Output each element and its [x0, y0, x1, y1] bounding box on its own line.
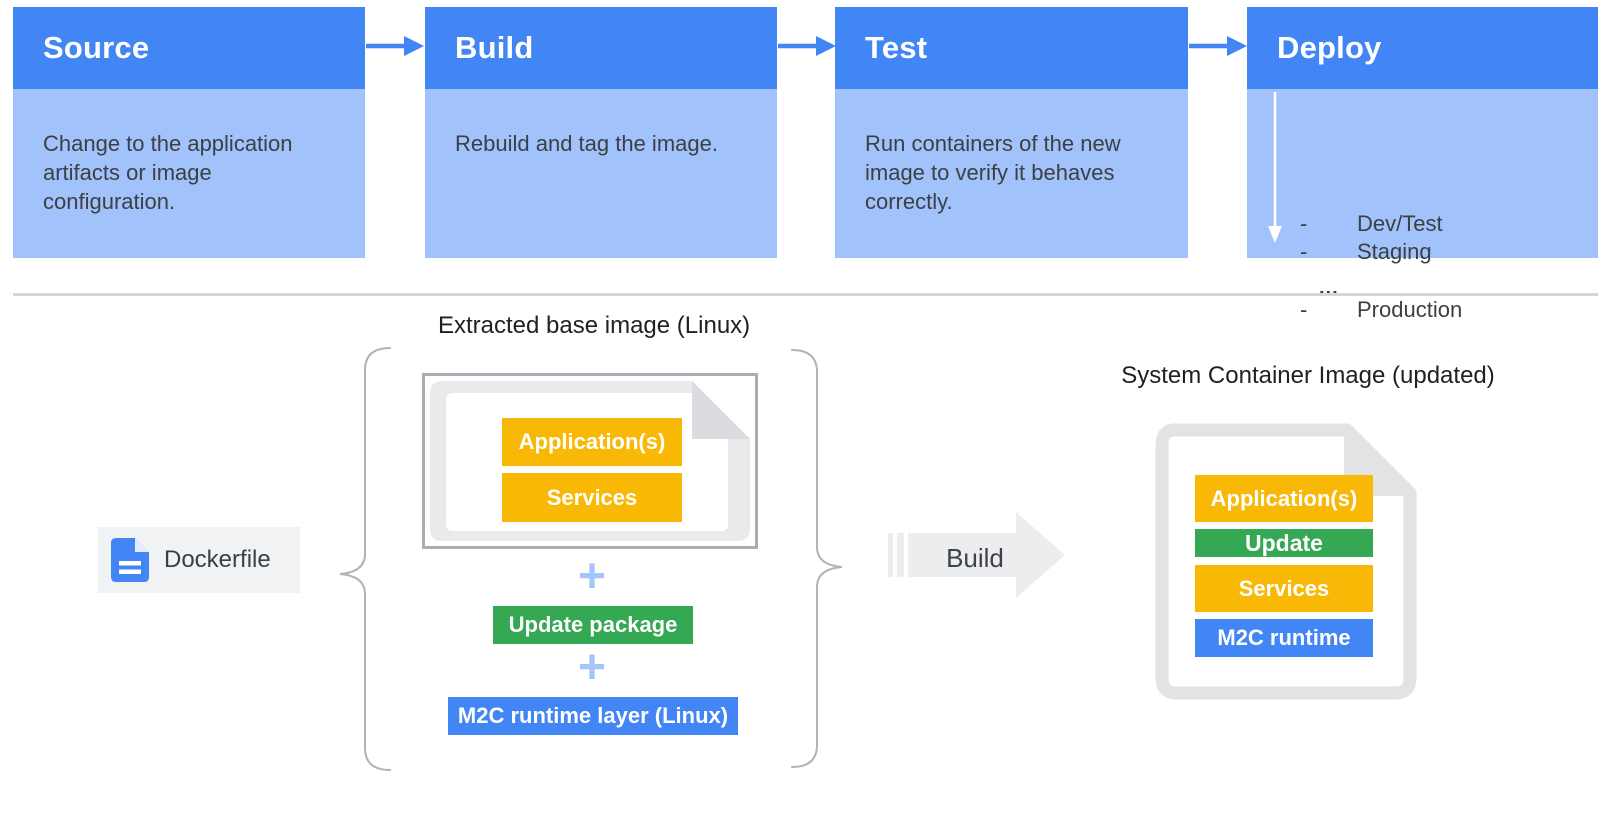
list-dash: - — [1300, 297, 1308, 322]
system-container-image-doc — [1155, 423, 1417, 700]
plus-icon: + — [577, 641, 607, 694]
stage-deploy-title: Deploy — [1247, 7, 1598, 89]
stage-build: Build Rebuild and tag the image. — [425, 7, 777, 258]
arrow-right-icon — [1189, 36, 1247, 56]
extracted-base-image-title: Extracted base image (Linux) — [438, 312, 751, 339]
layer-applications: Application(s) — [502, 418, 682, 466]
left-brace — [339, 347, 391, 771]
deploy-target-staging: - Staging — [1300, 239, 1432, 265]
stage-source: Source Change to the application artifac… — [13, 7, 365, 258]
layer-services: Services — [1195, 565, 1373, 612]
deploy-target-label: Production — [1357, 297, 1463, 322]
plus-icon: + — [577, 550, 607, 603]
build-arrow-icon — [888, 512, 1065, 598]
build-arrow-label: Build — [946, 543, 1004, 573]
list-dash: - — [1300, 239, 1308, 264]
document-icon — [1155, 423, 1417, 700]
layer-update: Update — [1195, 529, 1373, 557]
stage-build-title: Build — [425, 7, 777, 89]
update-package-bar: Update package — [493, 606, 693, 644]
stage-deploy-body: -Dev/Test -Staging ... -Production — [1247, 89, 1598, 322]
dockerfile-chip: Dockerfile — [98, 527, 300, 593]
stage-test-title: Test — [835, 7, 1188, 89]
arrow-right-icon — [778, 36, 836, 56]
layer-applications: Application(s) — [1195, 475, 1373, 522]
down-arrow-icon — [1268, 92, 1282, 243]
runtime-layer-bar: M2C runtime layer (Linux) — [448, 697, 738, 735]
stage-source-description: Change to the application artifacts or i… — [13, 89, 365, 258]
arrow-right-icon — [366, 36, 424, 56]
stage-test-description: Run containers of the new image to verif… — [835, 89, 1188, 258]
section-divider — [13, 293, 1598, 296]
deploy-target-production: - Production — [1300, 297, 1462, 323]
stage-test: Test Run containers of the new image to … — [835, 7, 1188, 258]
layer-m2c-runtime: M2C runtime — [1195, 619, 1373, 657]
layer-services: Services — [502, 473, 682, 522]
stage-deploy: Deploy -Dev/Test -Staging ... -Productio… — [1247, 7, 1598, 322]
system-container-image-title: System Container Image (updated) — [1121, 362, 1495, 389]
file-document-icon — [111, 538, 149, 582]
right-brace — [791, 349, 843, 768]
list-dash: - — [1300, 211, 1308, 236]
deploy-target-label: Staging — [1357, 239, 1432, 264]
dockerfile-label: Dockerfile — [164, 546, 271, 573]
deploy-target-label: Dev/Test — [1357, 211, 1443, 236]
stage-build-description: Rebuild and tag the image. — [425, 89, 777, 258]
deploy-target-devtest: - Dev/Test — [1300, 211, 1443, 237]
stage-source-title: Source — [13, 7, 365, 89]
